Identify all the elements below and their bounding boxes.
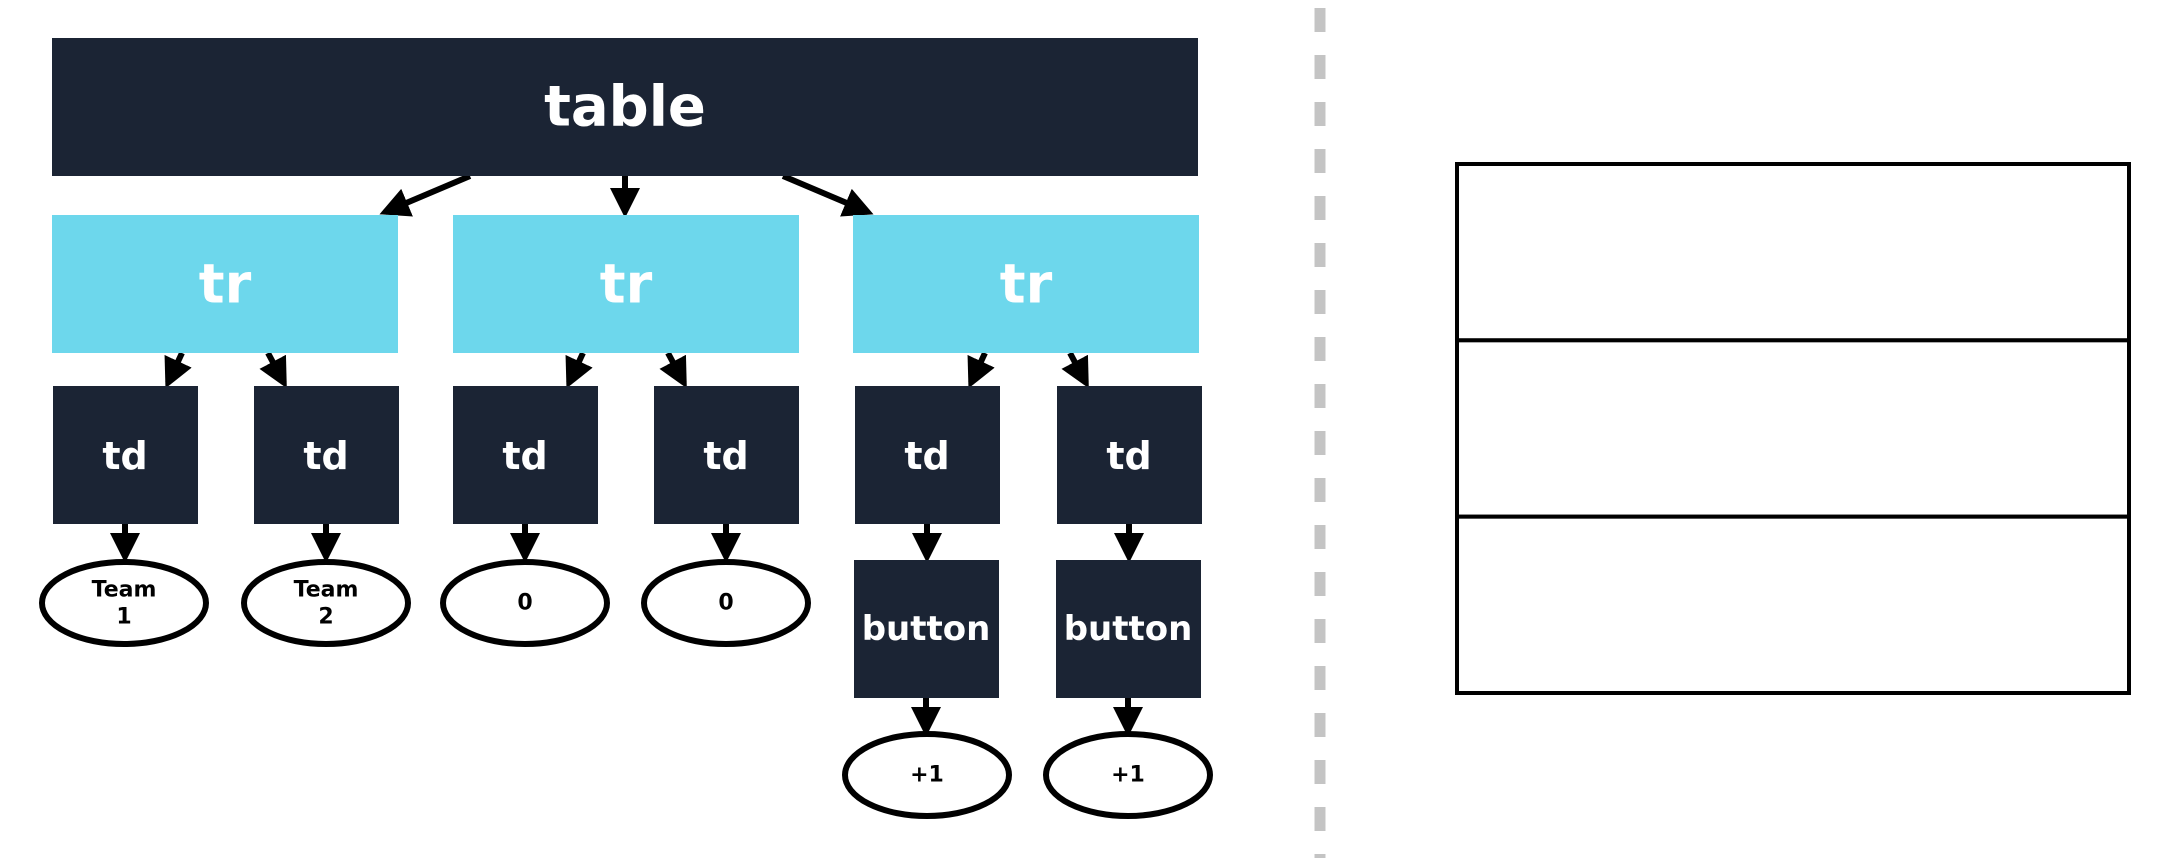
td-node-4: td [654,386,799,524]
button-node-label: button [862,609,991,649]
tree-edges [110,173,1144,737]
tree-edge-arrow [1061,351,1089,389]
tree-edge-arrow [565,351,593,389]
text-node-line-1: 0 [718,591,733,616]
text-node-line-1: +1 [1111,763,1145,788]
tr-node-2: tr [453,215,799,353]
tr-node-label: tr [1000,253,1053,316]
tree-edge-arrow [659,351,687,389]
text-node-line-2: 1 [116,605,131,630]
td-node-label: td [904,434,949,478]
tree-edge-arrow [379,173,472,217]
button-node-label: button [1064,609,1193,649]
td-node-2: td [254,386,399,524]
td-node-3: td [453,386,598,524]
button-node-1: button [854,560,999,698]
tree-edge-arrow [164,351,192,389]
table-node: table [52,38,1198,176]
tree-edge-arrow [967,351,995,389]
td-node-label: td [703,434,748,478]
tr-node-label: tr [199,253,252,316]
td-node-label: td [502,434,547,478]
td-node-6: td [1057,386,1202,524]
text-node-line-1: 0 [517,591,532,616]
tr-node-3: tr [853,215,1199,353]
preview-table-row [1455,162,2131,343]
tree-edge-arrow [781,173,874,217]
text-node-team-2: Team 2 [241,559,411,647]
text-node-line-1: Team [294,578,359,603]
td-node-5: td [855,386,1000,524]
preview-table-row [1455,338,2131,519]
td-node-label: td [1106,434,1151,478]
table-node-label: table [544,75,706,140]
rendered-table-preview [1455,162,2131,696]
text-node-score-1: 0 [440,559,610,647]
td-node-1: td [53,386,198,524]
button-node-2: button [1056,560,1201,698]
text-node-plus-one-2: +1 [1043,731,1213,819]
td-node-label: td [102,434,147,478]
td-node-label: td [303,434,348,478]
preview-table-row [1455,514,2131,696]
text-node-line-2: 2 [318,605,333,630]
tree-edge-arrow [259,351,287,389]
tr-node-1: tr [52,215,398,353]
text-node-score-2: 0 [641,559,811,647]
text-node-line-1: +1 [910,763,944,788]
text-node-plus-one-1: +1 [842,731,1012,819]
text-node-team-1: Team 1 [39,559,209,647]
tr-node-label: tr [600,253,653,316]
text-node-line-1: Team [92,578,157,603]
